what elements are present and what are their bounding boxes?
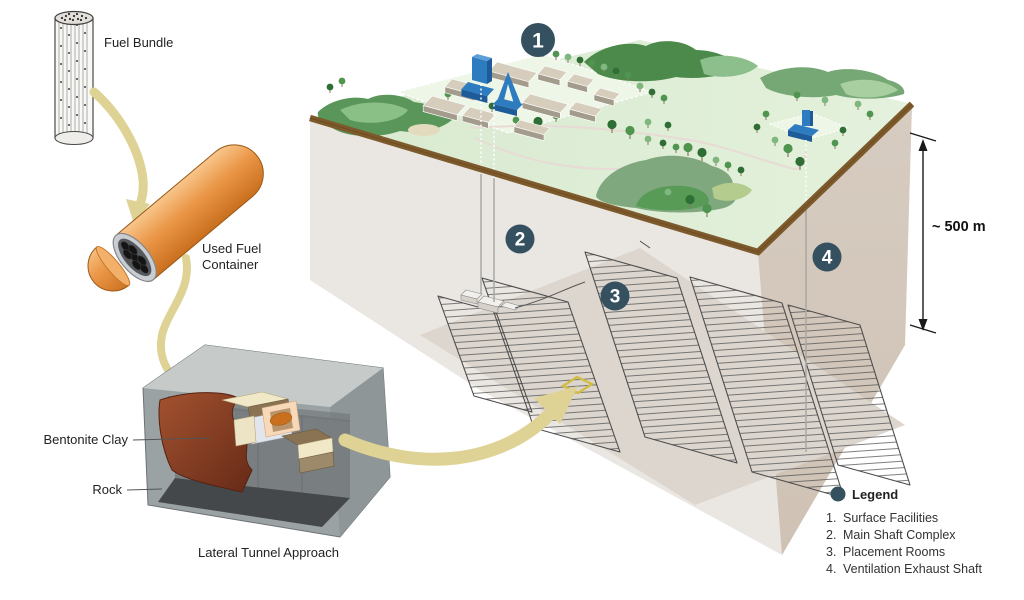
badge-1: 1 bbox=[521, 23, 555, 57]
transfer-arrow-3 bbox=[338, 386, 578, 466]
svg-text:3: 3 bbox=[610, 287, 621, 308]
badge-2: 2 bbox=[505, 224, 535, 254]
badge-4: 4 bbox=[812, 242, 842, 272]
lateral-tunnel-cutaway bbox=[142, 344, 391, 538]
svg-text:Ventilation Exhaust Shaft: Ventilation Exhaust Shaft bbox=[843, 562, 983, 576]
svg-text:2.: 2. bbox=[826, 528, 836, 542]
headframe-towers bbox=[461, 54, 523, 116]
fuel-bundle-illustration bbox=[54, 10, 94, 145]
legend: Legend 1. Surface Facilities 2. Main Sha… bbox=[826, 486, 983, 576]
svg-text:4.: 4. bbox=[826, 562, 836, 576]
legend-title: Legend bbox=[852, 487, 898, 502]
bentonite-clay-mass bbox=[158, 392, 253, 493]
container-end-cap bbox=[87, 245, 131, 292]
svg-text:3.: 3. bbox=[826, 545, 836, 559]
legend-item-3: 3. Placement Rooms bbox=[826, 545, 945, 559]
rock-leader-line bbox=[126, 488, 163, 491]
depth-label: ~ 500 m bbox=[932, 219, 986, 235]
used-fuel-container-illustration bbox=[87, 144, 264, 292]
used-fuel-container-label-line2: Container bbox=[202, 257, 259, 272]
svg-text:Surface Facilities: Surface Facilities bbox=[843, 511, 938, 525]
svg-text:4: 4 bbox=[822, 248, 833, 269]
buffer-box-steps bbox=[221, 391, 335, 474]
hills bbox=[317, 41, 905, 213]
fuel-bundle-label: Fuel Bundle bbox=[104, 35, 173, 50]
legend-item-1: 1. Surface Facilities bbox=[826, 511, 938, 525]
badge-3: 3 bbox=[600, 281, 630, 311]
main-shafts bbox=[480, 174, 495, 302]
rock-label: Rock bbox=[92, 482, 122, 497]
svg-text:2: 2 bbox=[515, 230, 526, 251]
surface-terrain bbox=[310, 40, 912, 252]
depth-dimension bbox=[909, 132, 937, 334]
ventilation-shaft-building bbox=[788, 110, 819, 142]
svg-text:1.: 1. bbox=[826, 511, 836, 525]
svg-text:Placement Rooms: Placement Rooms bbox=[843, 545, 945, 559]
legend-item-2: 2. Main Shaft Complex bbox=[826, 528, 956, 542]
legend-item-4: 4. Ventilation Exhaust Shaft bbox=[826, 562, 983, 576]
legend-bullet-icon bbox=[830, 486, 846, 502]
used-fuel-container-label-line1: Used Fuel bbox=[202, 241, 261, 256]
lateral-tunnel-caption: Lateral Tunnel Approach bbox=[198, 545, 339, 560]
bentonite-clay-label: Bentonite Clay bbox=[43, 432, 128, 447]
bentonite-leader-line bbox=[132, 437, 211, 441]
ventilation-facility-pad bbox=[768, 112, 850, 141]
transfer-arrow-1 bbox=[89, 87, 150, 224]
main-shaft-complex-structures bbox=[460, 281, 586, 314]
svg-text:Main Shaft Complex: Main Shaft Complex bbox=[843, 528, 956, 542]
shaft-lines-dotted bbox=[480, 84, 807, 208]
svg-text:1: 1 bbox=[532, 30, 544, 53]
